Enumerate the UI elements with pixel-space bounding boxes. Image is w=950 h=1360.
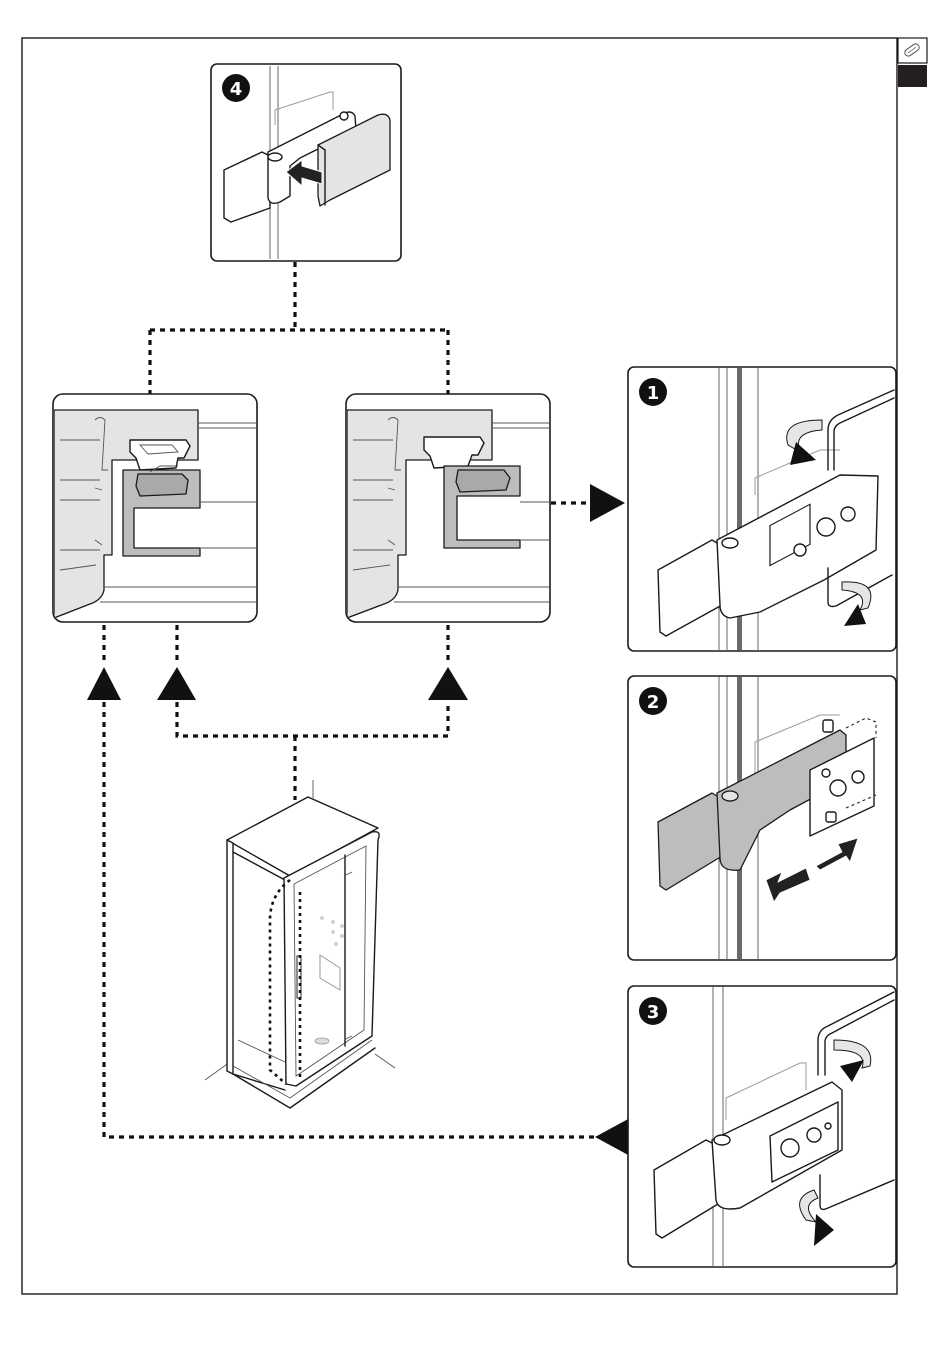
- shower-cabin-overview: [204, 780, 396, 1109]
- arrow-up-right: [428, 667, 468, 700]
- arrow-to-step-1: [590, 484, 625, 522]
- step-badge: [639, 378, 667, 406]
- step-number: 2: [647, 692, 660, 713]
- section-marker: [898, 65, 927, 87]
- step-badge: [639, 687, 667, 715]
- tool-icon-box: [897, 37, 928, 64]
- step-badge: [639, 997, 667, 1025]
- profile-section-left: [52, 393, 258, 623]
- profile-section-right: [345, 393, 551, 623]
- push-arrow-icon: [285, 159, 323, 188]
- step-4-panel: 4: [210, 63, 402, 262]
- page-border: [21, 37, 898, 1295]
- arrow-up-left-1: [87, 667, 121, 700]
- slide-right-arrow-icon: [815, 837, 859, 871]
- step-badge: [222, 74, 250, 102]
- step-3-panel: 3: [627, 985, 897, 1268]
- step-2-panel: 2: [627, 675, 897, 961]
- step-number: 4: [230, 79, 243, 100]
- flow-connectors: [87, 262, 630, 1156]
- slide-left-arrow-icon: [765, 867, 811, 903]
- tool-icon: [904, 43, 920, 57]
- step-number: 3: [647, 1002, 660, 1023]
- arrow-to-step-3: [595, 1118, 630, 1156]
- arrow-up-left-2: [157, 667, 196, 700]
- step-number: 1: [647, 383, 660, 404]
- section-tab: [897, 37, 928, 87]
- step-1-panel: 1: [627, 366, 897, 652]
